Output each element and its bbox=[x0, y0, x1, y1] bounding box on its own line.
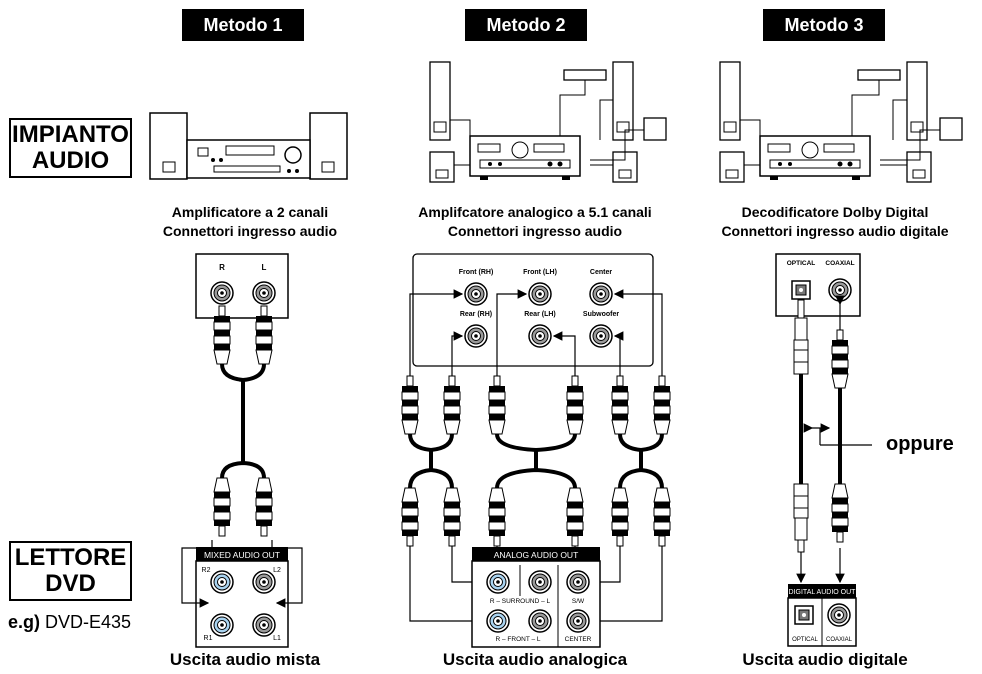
dolby-system-icon bbox=[719, 61, 963, 183]
method-3-caption: Decodificatore Dolby Digital Connettori … bbox=[700, 203, 970, 241]
m2-amp-jack-rear-lh bbox=[528, 324, 552, 348]
m1-jack-l2: L2 bbox=[273, 567, 281, 574]
method-1-amp-panel: R L bbox=[195, 253, 289, 319]
m3-player-coaxial-jack bbox=[827, 603, 851, 627]
method-1-player-panel: MIXED AUDIO OUT R2 L2 R1 L1 bbox=[181, 540, 303, 648]
m1-player-jack-r2 bbox=[210, 570, 234, 594]
example-model: e.g) DVD-E435 bbox=[8, 612, 131, 633]
m3-caption-line1: Decodificatore Dolby Digital bbox=[741, 204, 929, 220]
method-3-cables bbox=[793, 295, 872, 584]
method-2-caption: Amplifcatore analogico a 5.1 canali Conn… bbox=[385, 203, 685, 241]
m3-amp-optical-port bbox=[791, 280, 811, 300]
m1-caption-line1: Amplificatore a 2 canali bbox=[171, 204, 329, 220]
bottom-caption-1: Uscita audio mista bbox=[169, 650, 321, 669]
m3-amp-coaxial-jack bbox=[828, 278, 852, 302]
m2-amp-jack-subwoofer bbox=[589, 324, 613, 348]
m3-player-label-optical: OPTICAL bbox=[792, 637, 818, 643]
method-2-amp-panel: Front (RH) Front (LH) Center Rear (RH) R… bbox=[412, 253, 654, 367]
m2-player-jack-surround-l bbox=[528, 570, 552, 594]
m2-front-label: R – FRONT – L bbox=[495, 636, 540, 643]
audio-system-line2: AUDIO bbox=[31, 147, 110, 174]
surround-system-icon bbox=[429, 61, 667, 183]
m3-player-optical-port bbox=[794, 605, 814, 625]
method-1-header: Metodo 1 bbox=[182, 9, 304, 41]
m2-player-jack-surround-r bbox=[486, 570, 510, 594]
method-2-player-panel: ANALOG AUDIO OUT R – SURROUND – L S/W R … bbox=[471, 547, 601, 648]
m2-panel-title: ANALOG AUDIO OUT bbox=[494, 550, 579, 560]
m2-player-jack-center bbox=[566, 609, 590, 633]
m2-label-rear-lh: Rear (LH) bbox=[524, 311, 556, 318]
m1-player-jack-r1 bbox=[210, 613, 234, 637]
m2-caption-line2: Connettori ingresso audio bbox=[447, 223, 623, 239]
two-channel-amplifier-icon bbox=[149, 112, 348, 180]
method-1-caption: Amplificatore a 2 canali Connettori ingr… bbox=[120, 203, 380, 241]
m1-player-jack-l2 bbox=[252, 570, 276, 594]
m1-jack-l1: L1 bbox=[273, 635, 281, 642]
dvd-player-line2: DVD bbox=[45, 570, 96, 597]
m2-amp-jack-center bbox=[589, 282, 613, 306]
method-3-player-panel: DIGITAL AUDIO OUT OPTICAL COAXIAL bbox=[787, 584, 857, 647]
m3-label-optical: OPTICAL bbox=[787, 260, 816, 267]
m1-caption-line2: Connettori ingresso audio bbox=[162, 223, 338, 239]
m3-label-coaxial: COAXIAL bbox=[825, 260, 854, 267]
example-prefix: e.g) bbox=[8, 612, 41, 632]
dvd-player-line1: LETTORE bbox=[14, 544, 127, 571]
m2-caption-line1: Amplifcatore analogico a 5.1 canali bbox=[418, 204, 652, 220]
m3-player-label-coaxial: COAXIAL bbox=[826, 637, 853, 643]
m2-center-label: CENTER bbox=[565, 636, 592, 643]
m2-label-front-lh: Front (LH) bbox=[523, 269, 557, 276]
m3-panel-title: DIGITAL AUDIO OUT bbox=[789, 589, 857, 596]
m2-surround-label: R – SURROUND – L bbox=[490, 598, 551, 605]
m2-label-rear-rh: Rear (RH) bbox=[460, 311, 492, 318]
dvd-player-label: LETTORE DVD bbox=[9, 541, 132, 601]
m1-jack-r1: R1 bbox=[204, 635, 213, 642]
oppure-label: oppure bbox=[886, 433, 954, 455]
m1-jack-label-l: L bbox=[262, 263, 267, 272]
method-2-header: Metodo 2 bbox=[465, 9, 587, 41]
m1-amp-jack-l bbox=[252, 281, 276, 305]
m3-caption-line2: Connettori ingresso audio digitale bbox=[721, 223, 949, 239]
audio-system-line1: IMPIANTO bbox=[12, 121, 129, 148]
method-1-cable bbox=[213, 305, 273, 536]
audio-system-label: IMPIANTO AUDIO bbox=[9, 118, 132, 178]
m2-label-front-rh: Front (RH) bbox=[459, 269, 494, 276]
m2-player-jack-sw bbox=[566, 570, 590, 594]
m2-amp-jack-front-rh bbox=[464, 282, 488, 306]
m1-player-jack-l1 bbox=[252, 613, 276, 637]
method-2-cables bbox=[401, 289, 671, 626]
m2-label-subwoofer: Subwoofer bbox=[583, 311, 619, 318]
method-3-header: Metodo 3 bbox=[763, 9, 885, 41]
m2-player-jack-front-l bbox=[528, 609, 552, 633]
method-3-amp-panel: OPTICAL COAXIAL bbox=[775, 253, 861, 317]
m2-sw-label: S/W bbox=[572, 598, 585, 605]
bottom-caption-2: Uscita audio analogica bbox=[442, 650, 628, 669]
m1-jack-label-r: R bbox=[219, 263, 225, 272]
example-model-name: DVD-E435 bbox=[45, 612, 132, 632]
m1-jack-r2: R2 bbox=[202, 567, 211, 574]
m2-amp-jack-rear-rh bbox=[464, 324, 488, 348]
m1-amp-jack-r bbox=[210, 281, 234, 305]
bottom-caption-3: Uscita audio digitale bbox=[742, 650, 908, 669]
m1-panel-title: MIXED AUDIO OUT bbox=[204, 550, 280, 560]
m2-label-center: Center bbox=[590, 269, 612, 276]
m2-player-jack-front-r bbox=[486, 609, 510, 633]
m2-amp-jack-front-lh bbox=[528, 282, 552, 306]
